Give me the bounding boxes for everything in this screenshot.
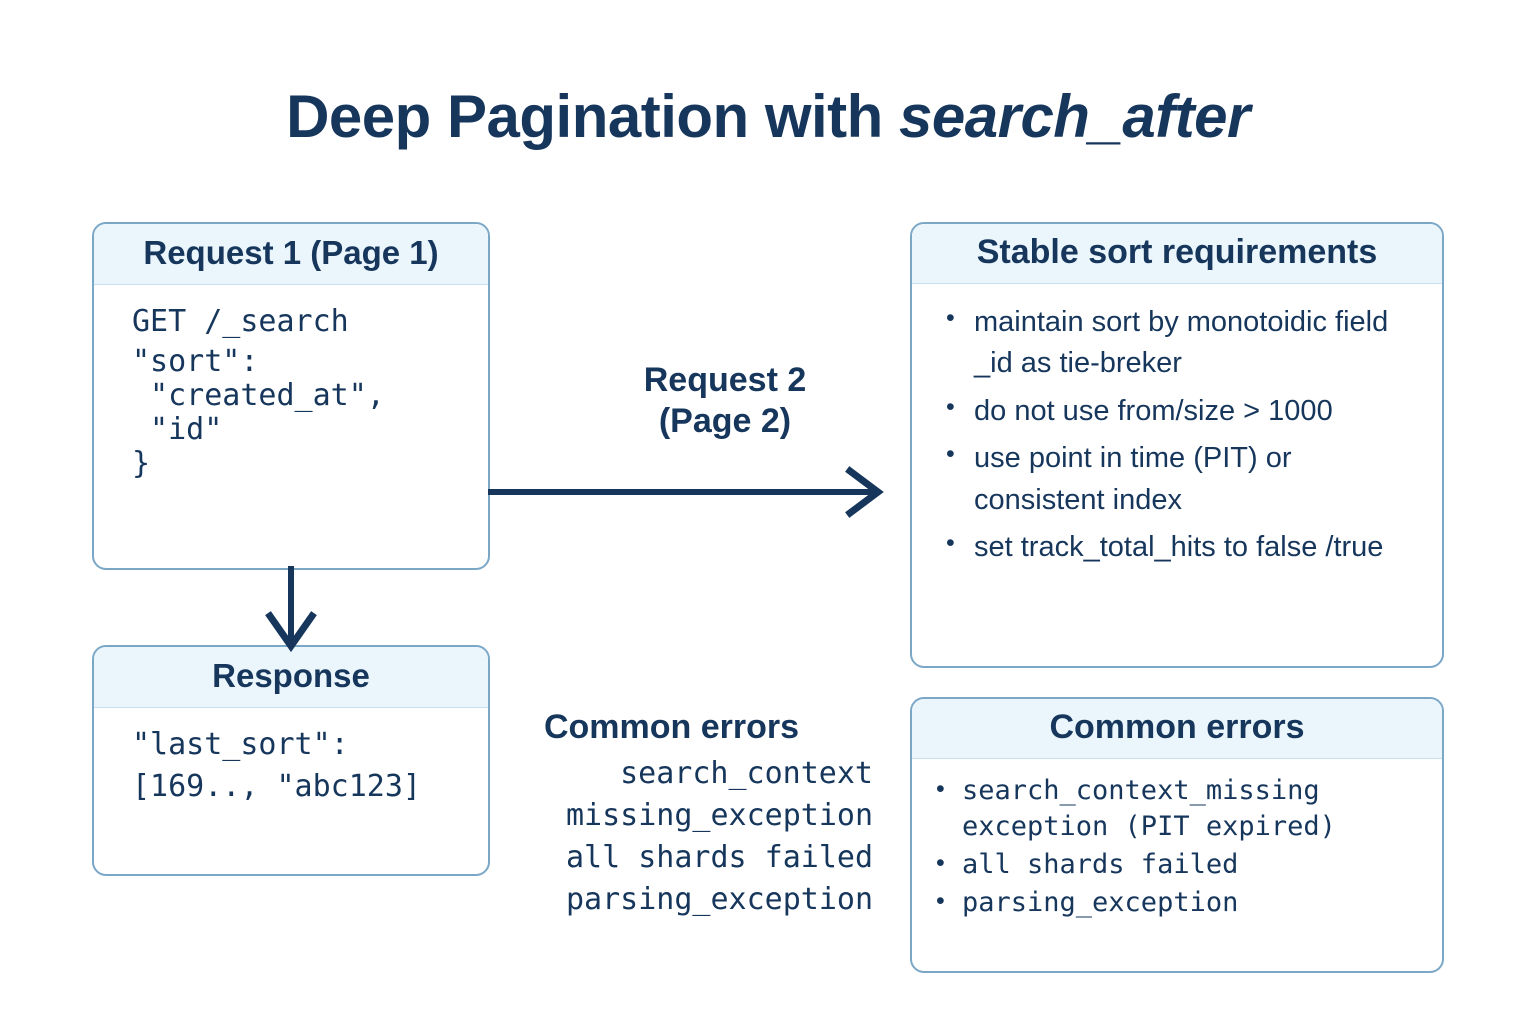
response-code-line: "last_sort": xyxy=(132,727,349,762)
stable-sort-bullet-list: maintain sort by monotoidic field _id as… xyxy=(938,301,1422,569)
list-item: use point in time (PIT) or consistent in… xyxy=(938,437,1422,521)
common-errors-header: Common errors xyxy=(912,699,1442,759)
request-1-body: GET /_search "sort": "created_at", "id" … xyxy=(94,285,488,479)
page-title: Deep Pagination with search_after xyxy=(0,82,1536,151)
request-2-label-line-2: (Page 2) xyxy=(658,402,792,441)
request-1-code-line: "created_at", xyxy=(132,378,385,413)
center-common-errors-line: parsing_exception xyxy=(565,882,873,917)
common-errors-bullet-list: search_context_missing exception (PIT ex… xyxy=(930,773,1426,921)
stable-sort-requirements-card: Stable sort requirements maintain sort b… xyxy=(910,222,1444,668)
list-item: all shards failed xyxy=(930,847,1426,883)
request-2-label-line-1: Request 2 xyxy=(643,361,807,399)
page-title-italic: search_after xyxy=(898,83,1250,150)
list-item: parsing_exception xyxy=(930,885,1426,921)
arrow-down-to-response xyxy=(265,566,317,653)
response-code-line: [169.., "abc123] xyxy=(132,769,421,804)
request-1-header: Request 1 (Page 1) xyxy=(94,224,488,285)
arrow-right-to-stable-sort xyxy=(488,466,884,518)
center-common-errors-title: Common errors xyxy=(543,708,800,746)
center-common-errors-block: Common errors search_context missing_exc… xyxy=(470,708,873,921)
list-item: do not use from/size > 1000 xyxy=(938,390,1422,432)
response-card: Response "last_sort": [169.., "abc123] xyxy=(92,645,490,876)
list-item: search_context_missing exception (PIT ex… xyxy=(930,773,1426,845)
request-1-card: Request 1 (Page 1) GET /_search "sort": … xyxy=(92,222,490,570)
request-1-code-line: GET /_search xyxy=(132,304,349,339)
common-errors-body: search_context_missing exception (PIT ex… xyxy=(912,759,1442,921)
request-1-code-line: } xyxy=(132,446,151,481)
stable-sort-body: maintain sort by monotoidic field _id as… xyxy=(912,284,1442,569)
center-common-errors-line: all shards failed xyxy=(565,840,873,875)
response-header: Response xyxy=(94,647,488,708)
page-title-plain: Deep Pagination with xyxy=(286,83,899,150)
stable-sort-header: Stable sort requirements xyxy=(912,224,1442,284)
request-1-code-line: "sort": xyxy=(132,344,259,379)
request-2-arrow-label: Request 2 (Page 2) xyxy=(560,360,890,443)
list-item: maintain sort by monotoidic field _id as… xyxy=(938,301,1422,385)
response-body: "last_sort": [169.., "abc123] xyxy=(94,708,488,802)
center-common-errors-line: search_context xyxy=(620,756,873,791)
list-item: set track_total_hits to false /true xyxy=(938,526,1422,568)
request-1-code-line: "id" xyxy=(132,412,223,447)
common-errors-card: Common errors search_context_missing exc… xyxy=(910,697,1444,973)
center-common-errors-line: missing_exception xyxy=(565,798,873,833)
